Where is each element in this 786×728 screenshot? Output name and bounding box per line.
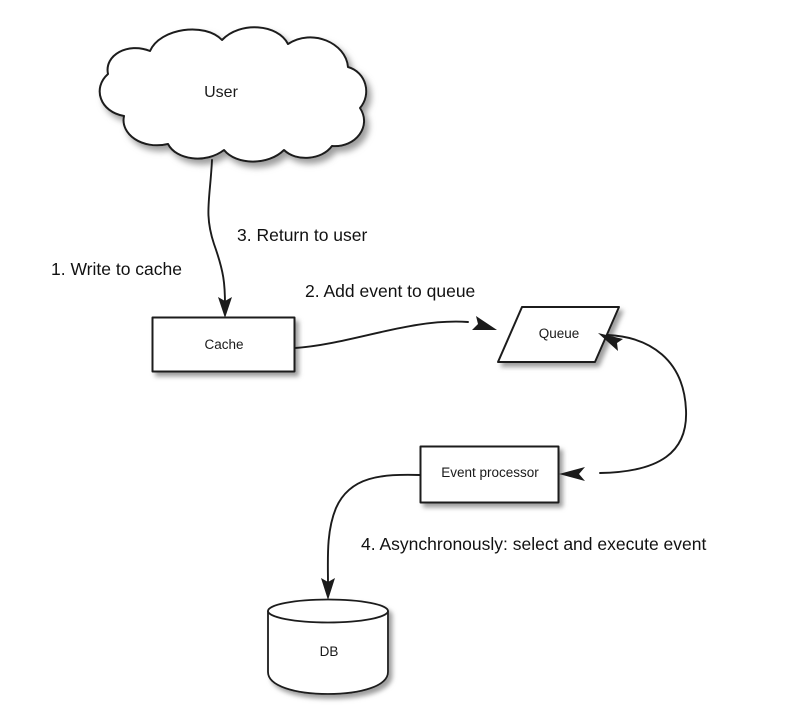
node-label-cache: Cache xyxy=(204,337,244,352)
node-queue[interactable] xyxy=(497,306,620,363)
node-db[interactable] xyxy=(267,598,389,695)
edge-queue-eventprocessor-loop xyxy=(559,333,687,481)
edge-user-to-cache xyxy=(207,159,232,318)
node-label-user: User xyxy=(204,84,238,101)
arrowhead-db xyxy=(321,578,335,600)
arrowhead-cache xyxy=(218,297,232,318)
arrowhead-queue-in xyxy=(472,316,497,330)
node-label-event-processor: Event processor xyxy=(441,465,539,480)
node-label-db: DB xyxy=(319,644,339,659)
edge-label-step-3-return-to-user: 3. Return to user xyxy=(237,225,368,245)
node-event-processor[interactable] xyxy=(419,445,560,504)
edge-label-step-1-write-to-cache: 1. Write to cache xyxy=(51,259,182,279)
edge-cache-to-queue xyxy=(294,316,497,349)
node-user[interactable] xyxy=(98,26,368,163)
edge-label-step-2-add-event-to-queue: 2. Add event to queue xyxy=(305,281,476,301)
edge-eventprocessor-to-db xyxy=(321,473,421,600)
node-label-queue: Queue xyxy=(538,326,580,341)
arrowhead-eventprocessor-in xyxy=(559,467,585,481)
node-cache[interactable] xyxy=(151,316,296,373)
edge-label-step-4-async-select-execute: 4. Asynchronously: select and execute ev… xyxy=(361,534,707,554)
arrowhead-queue-loop-in xyxy=(598,333,623,351)
